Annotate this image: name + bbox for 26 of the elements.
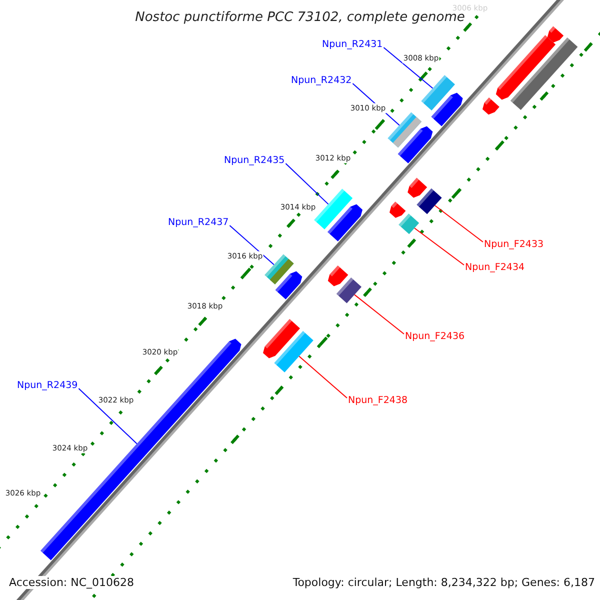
title: Nostoc punctiforme PCC 73102, complete genome <box>135 11 465 24</box>
leader-line <box>298 356 348 398</box>
leader-line <box>285 163 329 205</box>
leader-line <box>354 294 404 334</box>
leader-line <box>414 228 464 266</box>
gene-label: Npun_R2432 <box>291 76 352 86</box>
gene-label: Npun_R2437 <box>168 218 229 228</box>
gene-label: Npun_F2436 <box>405 332 465 342</box>
leader-line <box>383 47 434 89</box>
gene-symbol <box>314 188 353 230</box>
leader-line <box>78 388 138 444</box>
gene-symbol <box>398 214 420 234</box>
accession-label: Accession: NC_010628 <box>8 576 136 589</box>
gene-label: Npun_F2434 <box>465 263 525 272</box>
gene-label: Npun_F2438 <box>348 396 408 406</box>
gene-symbol <box>336 278 362 304</box>
gene-symbol <box>421 75 455 110</box>
gene-label: Npun_F2433 <box>484 240 544 250</box>
gene-label: Npun_R2431 <box>322 40 383 50</box>
leader-line <box>434 205 484 242</box>
gene-symbol <box>274 331 314 372</box>
leader-line <box>229 225 274 266</box>
gene-symbol <box>416 188 442 214</box>
gene-label: Npun_R2439 <box>17 381 78 390</box>
genome-stats: Topology: circular; Length: 8,234,322 bp; Genes: 6,187 <box>292 576 596 589</box>
gene-label: Npun_R2435 <box>224 156 285 166</box>
